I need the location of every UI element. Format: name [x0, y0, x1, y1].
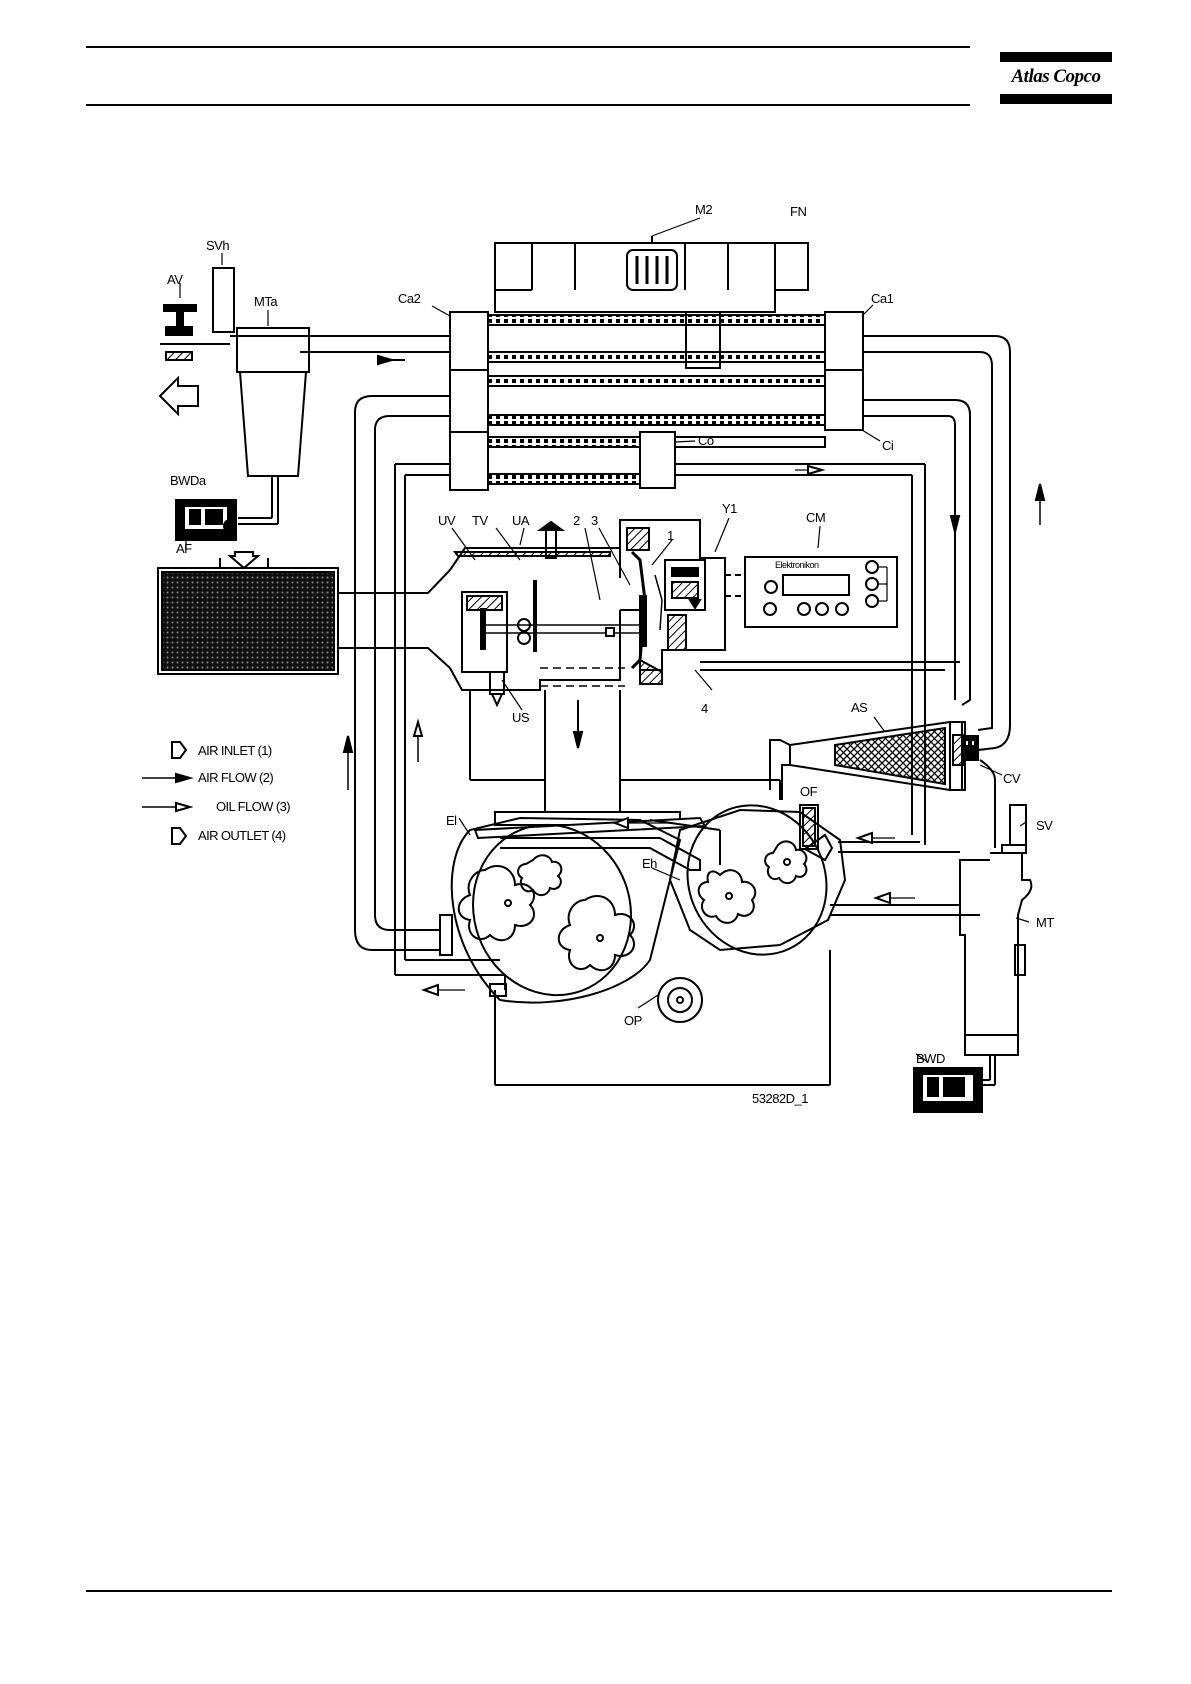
label-ca2: Ca2	[398, 291, 421, 306]
air-filter-af	[158, 552, 450, 674]
fan-motor-m2	[627, 218, 700, 290]
legend-item-air-flow: AIR FLOW (2)	[198, 770, 273, 785]
label-mt: MT	[1036, 915, 1054, 930]
air-inlet-arrow-icon	[230, 552, 258, 568]
safety-valve-sv	[1002, 805, 1026, 853]
label-y1: Y1	[722, 501, 737, 516]
label-2: 2	[573, 513, 580, 528]
label-svh: SVh	[206, 238, 229, 253]
label-as: AS	[851, 700, 868, 715]
label-1: 1	[667, 528, 674, 543]
check-valve-cv	[962, 736, 978, 760]
drain-bwd	[914, 1068, 982, 1112]
drain-bwda	[176, 500, 236, 540]
controller-cm	[745, 557, 897, 627]
label-3: 3	[591, 513, 598, 528]
safety-valve-svh	[213, 268, 234, 332]
valve-block	[620, 520, 745, 684]
controller-brand-label: Elektronikon	[775, 560, 819, 570]
label-af: AF	[176, 541, 192, 556]
label-op: OP	[624, 1013, 642, 1028]
label-co: Co	[698, 433, 714, 448]
label-m2: M2	[695, 202, 712, 217]
intake-pipe	[540, 668, 625, 812]
outer-pipework	[355, 336, 1010, 990]
compressor-element	[440, 810, 845, 1085]
legend-air-inlet-icon	[172, 742, 186, 758]
oil-pump-op	[658, 978, 702, 1022]
label-av: AV	[167, 272, 183, 287]
fan-housing	[495, 243, 808, 312]
legend-item-oil-flow: OIL FLOW (3)	[216, 799, 290, 814]
outlet-pipe-top	[230, 336, 450, 364]
legend-item-air-outlet: AIR OUTLET (4)	[198, 828, 286, 843]
moisture-trap-mta	[237, 328, 309, 524]
rotor-high-pressure	[663, 782, 850, 977]
oil-filter-of	[800, 805, 960, 860]
diagram-drawing	[142, 218, 1044, 1112]
legend: AIR INLET (1) AIR FLOW (2) OIL FLOW (3) …	[198, 743, 290, 843]
legend-air-outlet-icon	[172, 828, 186, 844]
label-us: US	[512, 710, 530, 725]
label-of: OF	[800, 784, 818, 799]
legend-oil-flow-icon	[176, 803, 190, 811]
label-eh: Eh	[642, 856, 657, 871]
unloader-ua	[450, 522, 646, 705]
label-tv: TV	[472, 513, 488, 528]
legend-item-air-inlet: AIR INLET (1)	[198, 743, 272, 758]
label-ci: Ci	[882, 438, 894, 453]
label-ua: UA	[512, 513, 530, 528]
label-uv: UV	[438, 513, 456, 528]
moisture-trap-mt	[960, 853, 1031, 1085]
label-4: 4	[701, 701, 708, 716]
label-bwd: BWD	[916, 1051, 945, 1066]
label-ca1: Ca1	[871, 291, 894, 306]
air-outlet-arrow-icon	[160, 378, 198, 414]
label-sv: SV	[1036, 818, 1053, 833]
figure-reference: 53282D_1	[752, 1091, 808, 1106]
label-cm: CM	[806, 510, 825, 525]
label-el: El	[446, 813, 457, 828]
label-fn: FN	[790, 204, 806, 219]
label-cv: CV	[1003, 771, 1021, 786]
legend-air-flow-icon	[176, 774, 190, 782]
label-bwda: BWDa	[170, 473, 207, 488]
legend-symbols	[142, 742, 190, 844]
label-mta: MTa	[254, 294, 278, 309]
